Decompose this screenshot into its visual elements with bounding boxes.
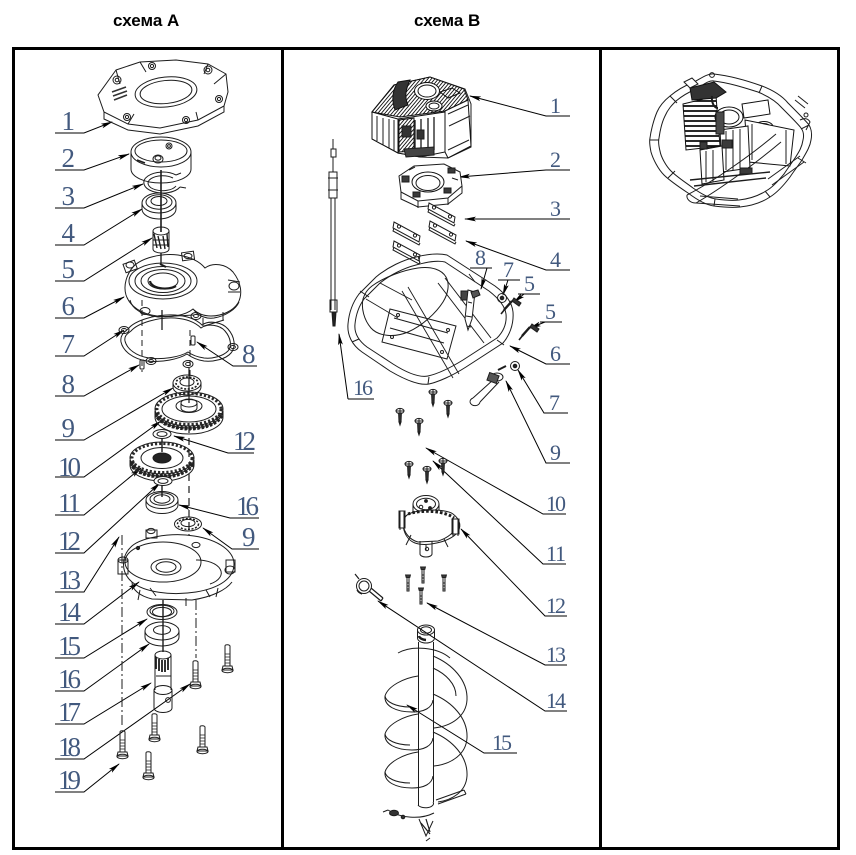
svg-text:11: 11 <box>58 488 81 518</box>
svg-text:5: 5 <box>62 254 76 284</box>
svg-text:11: 11 <box>546 541 566 566</box>
svg-text:2: 2 <box>62 143 76 173</box>
svg-text:9: 9 <box>242 522 256 552</box>
svg-text:15: 15 <box>492 730 512 755</box>
svg-text:10: 10 <box>58 452 81 482</box>
svg-text:схема B: схема B <box>414 11 480 30</box>
svg-text:7: 7 <box>62 329 76 359</box>
svg-text:14: 14 <box>58 597 82 627</box>
svg-text:6: 6 <box>550 341 561 366</box>
svg-text:2: 2 <box>550 147 561 172</box>
svg-text:4: 4 <box>550 247 561 272</box>
svg-text:8: 8 <box>475 245 486 270</box>
svg-text:3: 3 <box>550 196 561 221</box>
svg-text:13: 13 <box>58 565 81 595</box>
svg-text:7: 7 <box>503 257 514 282</box>
svg-text:4: 4 <box>62 218 76 248</box>
svg-text:13: 13 <box>546 642 566 667</box>
svg-text:16: 16 <box>236 491 259 521</box>
svg-text:7: 7 <box>549 390 560 415</box>
svg-text:16: 16 <box>353 375 373 400</box>
svg-text:9: 9 <box>62 413 76 443</box>
svg-text:1: 1 <box>62 106 76 136</box>
svg-text:10: 10 <box>546 491 566 516</box>
svg-text:6: 6 <box>62 291 76 321</box>
svg-text:схема A: схема A <box>113 11 179 30</box>
svg-text:5: 5 <box>524 271 535 296</box>
svg-text:19: 19 <box>58 765 81 795</box>
svg-text:1: 1 <box>550 93 561 118</box>
svg-text:5: 5 <box>545 299 556 324</box>
svg-text:14: 14 <box>546 688 566 713</box>
svg-text:17: 17 <box>58 697 81 727</box>
svg-text:18: 18 <box>58 732 81 762</box>
svg-text:9: 9 <box>550 440 561 465</box>
svg-text:12: 12 <box>58 526 81 556</box>
svg-text:12: 12 <box>233 426 256 456</box>
svg-text:12: 12 <box>546 593 566 618</box>
svg-text:15: 15 <box>58 631 81 661</box>
svg-text:16: 16 <box>58 664 81 694</box>
svg-text:8: 8 <box>242 339 256 369</box>
svg-text:8: 8 <box>62 369 76 399</box>
svg-text:3: 3 <box>62 181 76 211</box>
